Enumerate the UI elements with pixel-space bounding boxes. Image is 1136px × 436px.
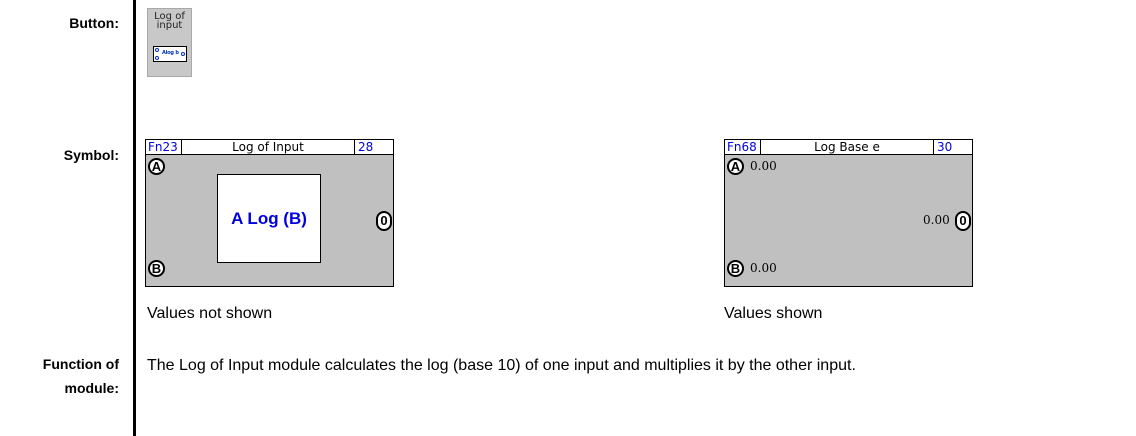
module-title: Log of Input (232, 140, 304, 154)
function-label-line1: Function of (42, 356, 119, 372)
values-shown-caption: Values shown (724, 305, 823, 322)
log-of-input-symbol[interactable]: Fn23 Log of Input 28 A B 0 A Log (B) (145, 139, 394, 287)
input-b-port[interactable]: B (148, 260, 165, 277)
function-number: Fn68 (727, 140, 757, 154)
toolbar-button-text-line1: Log of (154, 11, 185, 22)
input-a-value: 0.00 (750, 159, 777, 173)
module-header: Fn68 Log Base e 30 (725, 140, 972, 155)
formula-display: A Log (B) (217, 174, 321, 263)
input-a-port[interactable]: A (148, 158, 165, 175)
toolbar-button-text: Log of input (148, 11, 191, 31)
mini-icon-text: Alog b (162, 50, 179, 56)
mini-output-icon (181, 52, 185, 56)
module-number: 30 (937, 140, 953, 154)
mini-input-a-icon (155, 48, 159, 52)
module-number: 28 (358, 140, 374, 154)
values-not-shown-caption: Values not shown (147, 305, 273, 322)
header-divider (933, 140, 934, 154)
mini-input-b-icon (155, 56, 159, 60)
input-b-port[interactable]: B (727, 260, 744, 277)
function-description: The Log of Input module calculates the l… (147, 357, 856, 374)
module-mini-icon: Alog b (153, 46, 187, 62)
function-label-line2: module: (64, 380, 119, 396)
header-divider (760, 140, 761, 154)
input-a-port[interactable]: A (727, 158, 744, 175)
output-port[interactable]: 0 (955, 211, 971, 231)
input-b-value: 0.00 (750, 261, 777, 275)
button-label: Button: (69, 15, 119, 31)
function-number: Fn23 (148, 140, 178, 154)
module-title: Log Base e (814, 140, 880, 154)
output-value: 0.00 (923, 213, 950, 227)
column-divider (133, 0, 136, 436)
output-port[interactable]: 0 (376, 211, 392, 231)
symbol-label: Symbol: (63, 147, 119, 163)
header-divider (354, 140, 355, 154)
header-divider (181, 140, 182, 154)
module-header: Fn23 Log of Input 28 (146, 140, 393, 155)
toolbar-button-text-line2: input (156, 20, 183, 31)
log-base-e-symbol[interactable]: Fn68 Log Base e 30 A 0.00 B 0.00 0.00 0 (724, 139, 973, 287)
log-of-input-toolbar-button[interactable]: Log of input Alog b (147, 8, 192, 77)
